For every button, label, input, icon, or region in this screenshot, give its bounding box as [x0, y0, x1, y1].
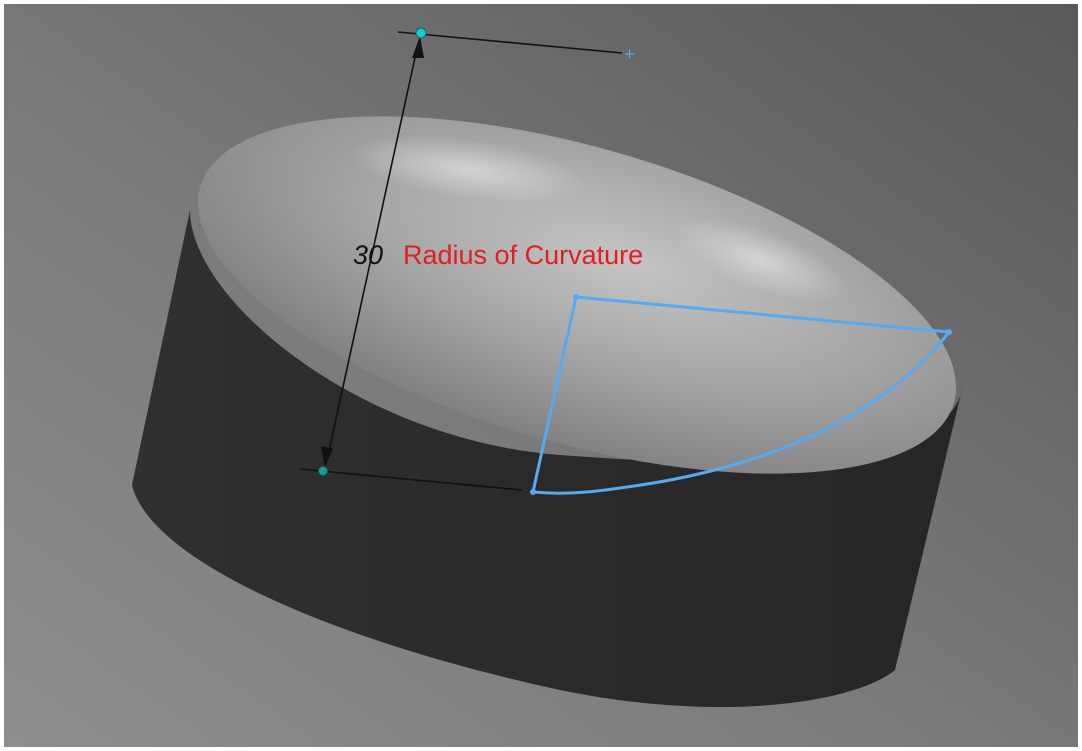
- top-face-highlight: [351, 135, 589, 205]
- dimension-value[interactable]: 30: [353, 240, 383, 270]
- sketch-vertex[interactable]: [946, 329, 952, 335]
- dimension-grip-icon[interactable]: [318, 466, 328, 476]
- dimension-arrow-top: [412, 36, 424, 58]
- sketch-vertex[interactable]: [573, 294, 579, 300]
- sketch-point-plus-icon[interactable]: [625, 49, 634, 59]
- dimension-line[interactable]: [326, 43, 419, 461]
- top-face-highlight: [674, 218, 846, 302]
- sketch-vertex[interactable]: [530, 489, 536, 495]
- dimension-extension-line-top: [397, 31, 623, 54]
- sketch-profile-curve[interactable]: [531, 295, 951, 495]
- dimension-extension-line-bottom: [299, 468, 523, 491]
- dimension-note: Radius of Curvature: [403, 240, 643, 270]
- cylinder-side-face[interactable]: [132, 210, 963, 708]
- dimension-grip-icon[interactable]: [415, 27, 427, 39]
- dimension-arrow-bottom: [321, 446, 333, 468]
